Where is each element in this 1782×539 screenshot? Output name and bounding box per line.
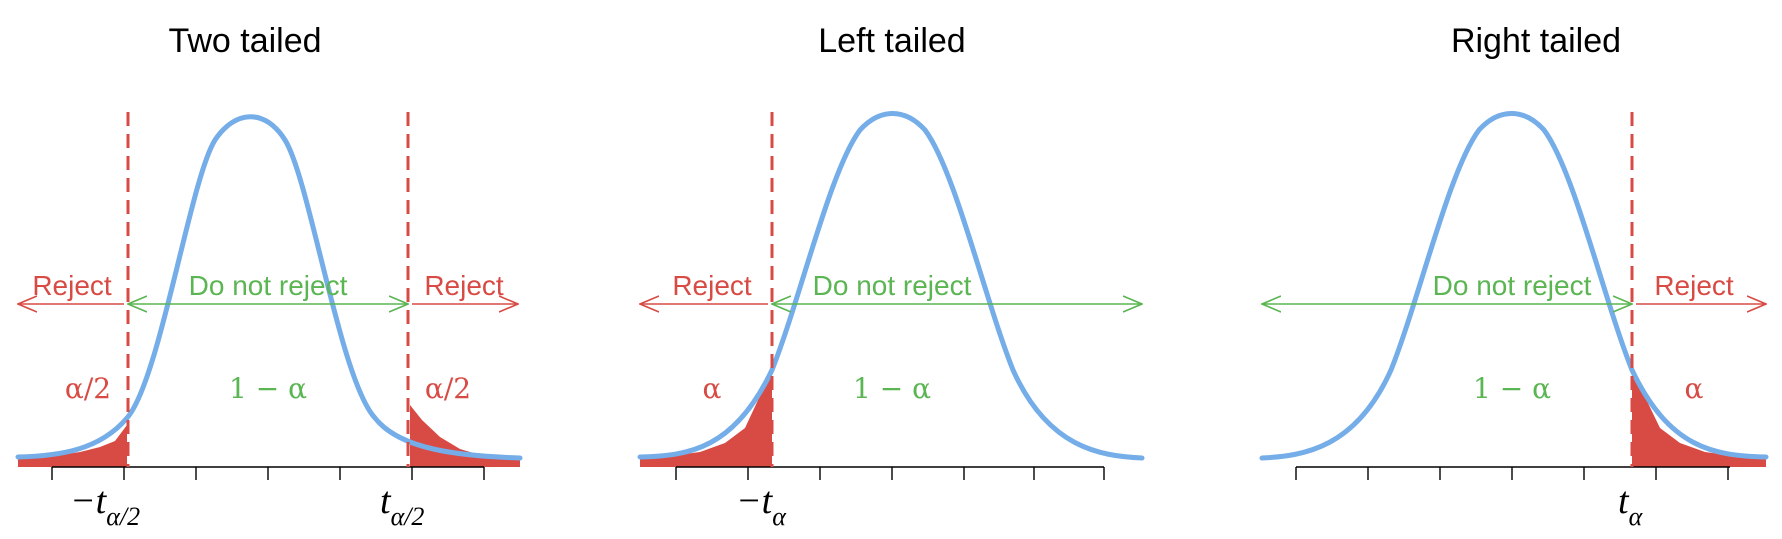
critical-value-right: tα bbox=[1618, 480, 1644, 531]
right-reject-region bbox=[1632, 370, 1766, 467]
tail-area-label: α bbox=[1685, 372, 1704, 405]
density-curve bbox=[637, 111, 1145, 461]
center-area-label: 1 − α bbox=[1473, 372, 1551, 405]
accept-label: Do not reject bbox=[1433, 270, 1592, 301]
critical-value-left: −tα/2 bbox=[70, 480, 140, 531]
panel-title: Left tailed bbox=[818, 22, 965, 60]
tail-area-label: α bbox=[703, 372, 722, 405]
tail-area-label-right: α/2 bbox=[425, 372, 471, 405]
critical-value-right: tα/2 bbox=[380, 480, 424, 531]
axis-ticks bbox=[51, 467, 485, 480]
panel-left-tailed: Left tailed Reject Do not reject α 1 − α… bbox=[637, 22, 1145, 531]
axis-ticks bbox=[675, 467, 1105, 480]
panel-two-tailed: Two tailed Reject Do not reject Reject α… bbox=[15, 22, 523, 531]
panel-title: Two tailed bbox=[168, 22, 321, 60]
density-curve bbox=[1259, 111, 1769, 461]
reject-label-right: Reject bbox=[424, 270, 504, 301]
density-curve bbox=[15, 114, 523, 461]
center-area-label: 1 − α bbox=[853, 372, 931, 405]
panel-title: Right tailed bbox=[1451, 22, 1621, 60]
center-area-label: 1 − α bbox=[229, 372, 307, 405]
accept-label: Do not reject bbox=[813, 270, 972, 301]
panel-right-tailed: Right tailed Do not reject Reject 1 − α … bbox=[1259, 22, 1769, 531]
reject-label-right: Reject bbox=[1654, 270, 1734, 301]
reject-label-left: Reject bbox=[672, 270, 752, 301]
critical-value-left: −tα bbox=[736, 480, 787, 531]
accept-label: Do not reject bbox=[189, 270, 348, 301]
axis-ticks bbox=[1295, 467, 1729, 480]
left-reject-region bbox=[640, 370, 772, 467]
reject-label-left: Reject bbox=[32, 270, 112, 301]
tail-area-label-left: α/2 bbox=[65, 372, 111, 405]
